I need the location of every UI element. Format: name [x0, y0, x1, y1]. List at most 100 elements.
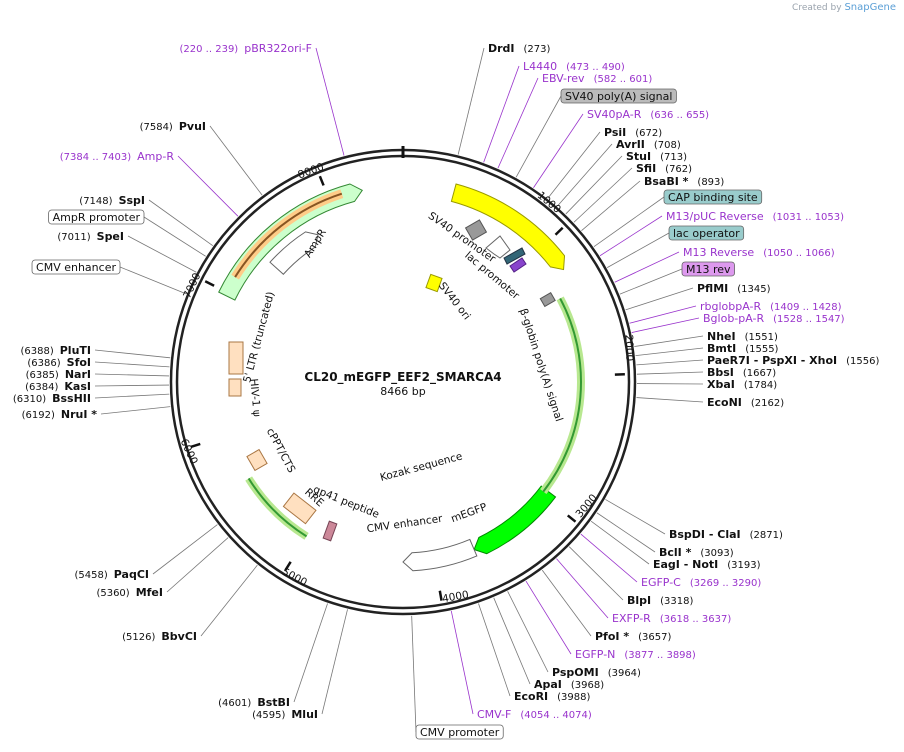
outer-label-31[interactable]: PfoI *(3657)	[595, 630, 671, 643]
outer-label-28[interactable]: EGFP-C(3269 .. 3290)	[641, 576, 761, 589]
outer-label-position: (1050 .. 1066)	[763, 248, 835, 259]
outer-label-position: (1556)	[846, 356, 879, 367]
outer-label-22[interactable]: BbsI(1667)	[707, 366, 776, 379]
outer-label-49[interactable]: NruI *(6192)	[22, 408, 98, 421]
outer-label-27[interactable]: EagI - NotI(3193)	[653, 558, 761, 571]
outer-label-52[interactable]: BbvCI(5126)	[122, 630, 197, 643]
outer-label-17[interactable]: rbglobpA-R(1409 .. 1428)	[700, 300, 842, 313]
outer-label-23[interactable]: XbaI(1784)	[707, 378, 777, 391]
feature-arcs[interactable]	[218, 183, 566, 572]
outer-label-29[interactable]: BlpI(3318)	[627, 594, 693, 607]
outer-label-10[interactable]: BsaBI *(893)	[644, 175, 724, 188]
outer-label-text: PsiI	[604, 126, 626, 139]
upper-left-region-line	[234, 192, 343, 278]
outer-label-26[interactable]: BclI *(3093)	[659, 546, 734, 559]
outer-label-3[interactable]: EBV-rev(582 .. 601)	[542, 72, 652, 85]
outer-label-51[interactable]: MfeI(5360)	[96, 586, 163, 599]
outer-label-12[interactable]: M13/pUC Reverse(1031 .. 1053)	[666, 210, 844, 223]
outer-label-40[interactable]: SspI (7148)	[79, 194, 145, 207]
outer-label-text: EGFP-C	[641, 576, 681, 589]
outer-label-text: SpeI	[97, 230, 124, 243]
outer-label-43[interactable]: CMV enhancer	[31, 259, 121, 275]
leader-5	[533, 113, 584, 188]
outer-label-2[interactable]: L4440(473 .. 490)	[523, 60, 625, 73]
outer-label-4[interactable]: SV40 poly(A) signal	[560, 88, 677, 104]
outer-label-position: (7011)	[57, 232, 90, 243]
outer-label-14[interactable]: M13 Reverse (1050 .. 1066)	[683, 246, 835, 259]
outer-label-position: (5360)	[96, 588, 129, 599]
small-features[interactable]	[228, 219, 556, 542]
outer-label-19[interactable]: NheI(1551)	[707, 330, 778, 343]
outer-label-11[interactable]: CAP binding site	[663, 189, 763, 205]
outer-label-text: EcoRI	[514, 690, 548, 703]
credit-brand[interactable]: SnapGene	[844, 2, 896, 13]
outer-label-position: (3093)	[700, 548, 733, 559]
outer-label-text: NruI *	[61, 408, 97, 421]
leader-53	[293, 603, 328, 703]
outer-label-48[interactable]: BssHII(6310)	[13, 392, 91, 405]
outer-label-32[interactable]: EGFP-N(3877 .. 3898)	[575, 648, 696, 661]
outer-label-position: (6388)	[20, 346, 53, 357]
outer-label-0[interactable]: DrdI(273)	[488, 42, 551, 55]
outer-label-text: PaqCI	[114, 568, 149, 581]
leader-6	[547, 131, 601, 199]
outer-label-text: BbvCI	[161, 630, 197, 643]
outer-label-text: Bglob-pA-R	[703, 312, 765, 325]
outer-label-text: M13 Reverse	[683, 246, 754, 259]
outer-label-46[interactable]: NarI(6385)	[26, 368, 91, 381]
outer-label-34[interactable]: ApaI(3968)	[534, 678, 604, 691]
leader-16	[625, 287, 694, 311]
outer-label-text: EcoNI	[707, 396, 742, 409]
outer-label-21[interactable]: PaeR7I - PspXI - XhoI(1556)	[707, 354, 880, 367]
outer-label-38[interactable]: PvuI(7584)	[140, 120, 206, 133]
outer-label-24[interactable]: EcoNI(2162)	[707, 396, 784, 409]
outer-label-36[interactable]: CMV-F(4054 .. 4074)	[477, 708, 592, 721]
leader-24	[636, 397, 704, 403]
outer-label-8[interactable]: StuI(713)	[626, 150, 687, 163]
outer-label-20[interactable]: BmtI(1555)	[707, 342, 779, 355]
outer-label-50[interactable]: PaqCI(5458)	[75, 568, 150, 581]
outer-label-33[interactable]: PspOMI(3964)	[552, 666, 641, 679]
outer-label-30[interactable]: EXFP-R(3618 .. 3637)	[612, 612, 731, 625]
outer-label-16[interactable]: PflMI(1345)	[697, 282, 771, 295]
rre-block	[282, 492, 317, 525]
outer-label-text: StuI	[626, 150, 651, 163]
outer-label-53[interactable]: BstBI(4601)	[218, 696, 290, 709]
outer-label-44[interactable]: PluTI(6388)	[20, 344, 91, 357]
outer-label-position: (6386)	[27, 358, 60, 369]
leader-25	[605, 499, 666, 535]
outer-label-35[interactable]: EcoRI(3988)	[514, 690, 591, 703]
leader-51	[166, 537, 229, 593]
feature-cmv-enhancer[interactable]	[402, 538, 478, 572]
outer-label-15[interactable]: M13 rev	[681, 261, 735, 277]
feature-mEGFP[interactable]	[473, 485, 557, 555]
outer-labels[interactable]: DrdI(273) pBR322ori-F(220 .. 239) L4440(47…	[13, 42, 880, 740]
outer-label-41[interactable]: AmpR promoter	[48, 209, 145, 225]
leader-36	[450, 610, 474, 715]
outer-label-18[interactable]: Bglob-pA-R(1528 .. 1547)	[703, 312, 845, 325]
credit-prefix: Created by	[792, 3, 842, 13]
outer-label-text: PfoI *	[595, 630, 629, 643]
outer-label-13[interactable]: lac operator	[668, 225, 745, 241]
feature-cmv-enhancer-left[interactable]	[269, 231, 319, 275]
outer-label-25[interactable]: BspDI - ClaI(2871)	[669, 528, 783, 541]
outer-label-box	[663, 189, 763, 205]
outer-label-position: (7148)	[79, 196, 112, 207]
outer-label-text: BssHII	[52, 392, 91, 405]
outer-label-37[interactable]: CMV promoter	[415, 724, 504, 740]
outer-label-54[interactable]: MluI(4595)	[252, 708, 318, 721]
outer-label-text: SspI	[119, 194, 145, 207]
outer-label-box	[668, 225, 745, 241]
outer-label-1[interactable]: pBR322ori-F(220 .. 239)	[180, 42, 312, 55]
feature-ori[interactable]	[450, 183, 566, 271]
feature-ampr[interactable]	[218, 183, 363, 301]
outer-label-5[interactable]: SV40pA-R(636 .. 655)	[587, 108, 709, 121]
outer-label-text: pBR322ori-F	[244, 42, 312, 55]
outer-label-47[interactable]: KasI(6384)	[25, 380, 91, 393]
outer-label-6[interactable]: PsiI(672)	[604, 126, 662, 139]
outer-label-45[interactable]: SfoI(6386)	[27, 356, 91, 369]
outer-label-9[interactable]: SfiI(762)	[636, 162, 692, 175]
outer-label-7[interactable]: AvrII(708)	[616, 138, 681, 151]
outer-label-42[interactable]: SpeI (7011)	[57, 230, 124, 243]
outer-label-39[interactable]: Amp-R(7384 .. 7403)	[60, 150, 175, 163]
